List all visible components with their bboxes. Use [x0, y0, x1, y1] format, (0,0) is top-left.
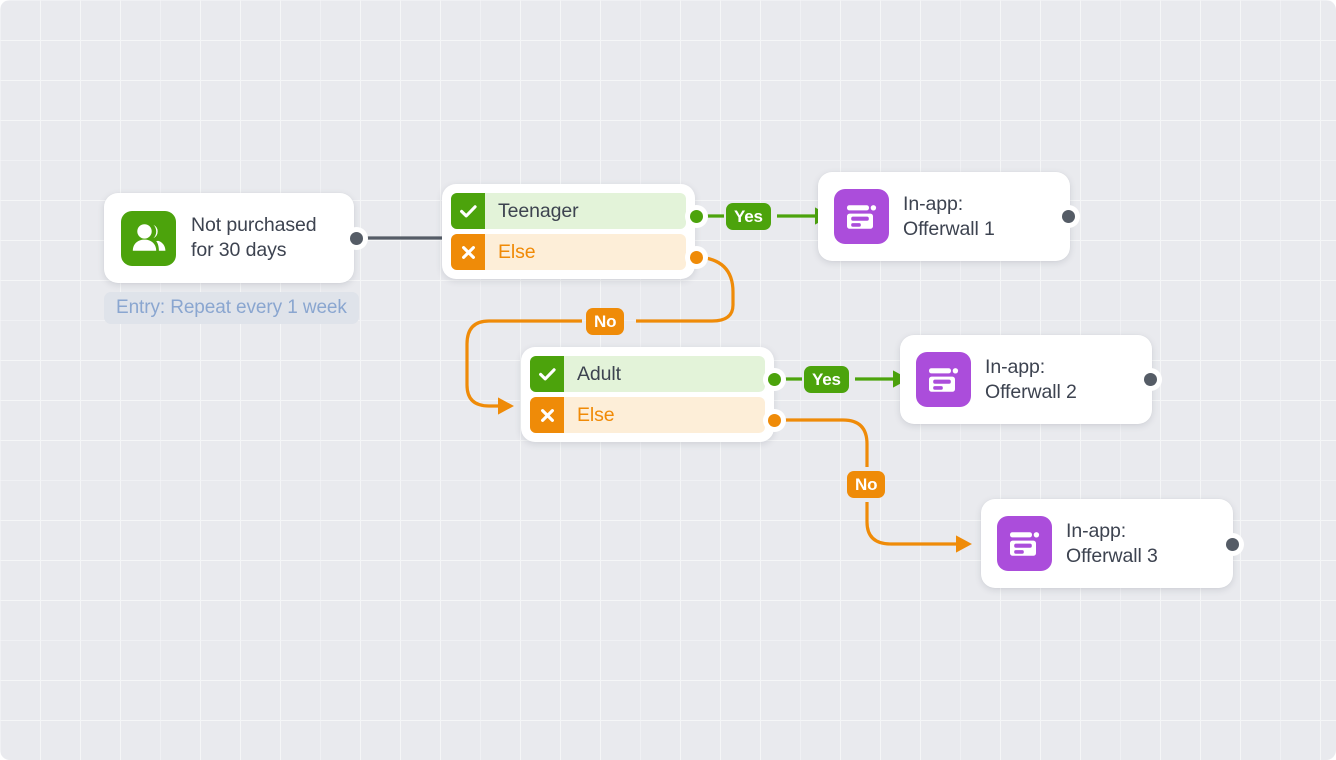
- in-app-message-icon: [997, 516, 1052, 571]
- condition-row-label: Adult: [577, 362, 621, 385]
- message3-output-port[interactable]: [1226, 538, 1239, 551]
- edge-label-no-1: No: [586, 308, 625, 335]
- in-app-message-icon: [916, 352, 971, 407]
- edge-no2-b: [865, 502, 972, 553]
- condition-node-adult[interactable]: Adult Else: [521, 347, 774, 442]
- edge-label-text: Yes: [812, 369, 841, 389]
- condition-row-adult[interactable]: Adult: [530, 356, 765, 392]
- entry-label-text: Entry: Repeat every 1 week: [116, 297, 347, 318]
- condition2-else-port[interactable]: [768, 414, 781, 427]
- condition-node-teenager[interactable]: Teenager Else: [442, 184, 695, 279]
- edge-label-text: No: [855, 474, 878, 494]
- edge-label-yes-2: Yes: [804, 366, 849, 393]
- trigger-output-port[interactable]: [350, 232, 363, 245]
- people-icon: [121, 210, 176, 266]
- edge-label-no-2: No: [847, 471, 886, 498]
- message-node-offerwall-2[interactable]: In-app: Offerwall 2: [900, 335, 1152, 424]
- condition-row-label: Teenager: [498, 199, 579, 222]
- message-node-offerwall-1[interactable]: In-app: Offerwall 1: [818, 172, 1070, 261]
- edge-label-text: Yes: [734, 206, 763, 226]
- check-icon: [530, 356, 564, 392]
- trigger-node[interactable]: Not purchased for 30 days: [104, 193, 354, 283]
- edge-label-yes-1: Yes: [726, 203, 771, 230]
- condition-row-label: Else: [577, 403, 615, 426]
- condition-row-else[interactable]: Else: [530, 397, 765, 433]
- cross-icon: [530, 397, 564, 433]
- trigger-title: Not purchased for 30 days: [191, 214, 317, 261]
- condition2-yes-port[interactable]: [768, 373, 781, 386]
- message-title: In-app: Offerwall 1: [903, 192, 995, 240]
- message-node-offerwall-3[interactable]: In-app: Offerwall 3: [981, 499, 1233, 588]
- condition1-yes-port[interactable]: [690, 210, 703, 223]
- message2-output-port[interactable]: [1144, 373, 1157, 386]
- message-title: In-app: Offerwall 2: [985, 355, 1077, 403]
- edge-no2-a: [775, 418, 869, 467]
- condition-row-label: Else: [498, 240, 536, 263]
- message-title: In-app: Offerwall 3: [1066, 519, 1158, 567]
- message1-output-port[interactable]: [1062, 210, 1075, 223]
- check-icon: [451, 193, 485, 229]
- condition-row-teenager[interactable]: Teenager: [451, 193, 686, 229]
- edge-label-text: No: [594, 311, 617, 331]
- condition1-else-port[interactable]: [690, 251, 703, 264]
- in-app-message-icon: [834, 189, 889, 244]
- entry-label: Entry: Repeat every 1 week: [104, 292, 359, 324]
- condition-row-else[interactable]: Else: [451, 234, 686, 270]
- cross-icon: [451, 234, 485, 270]
